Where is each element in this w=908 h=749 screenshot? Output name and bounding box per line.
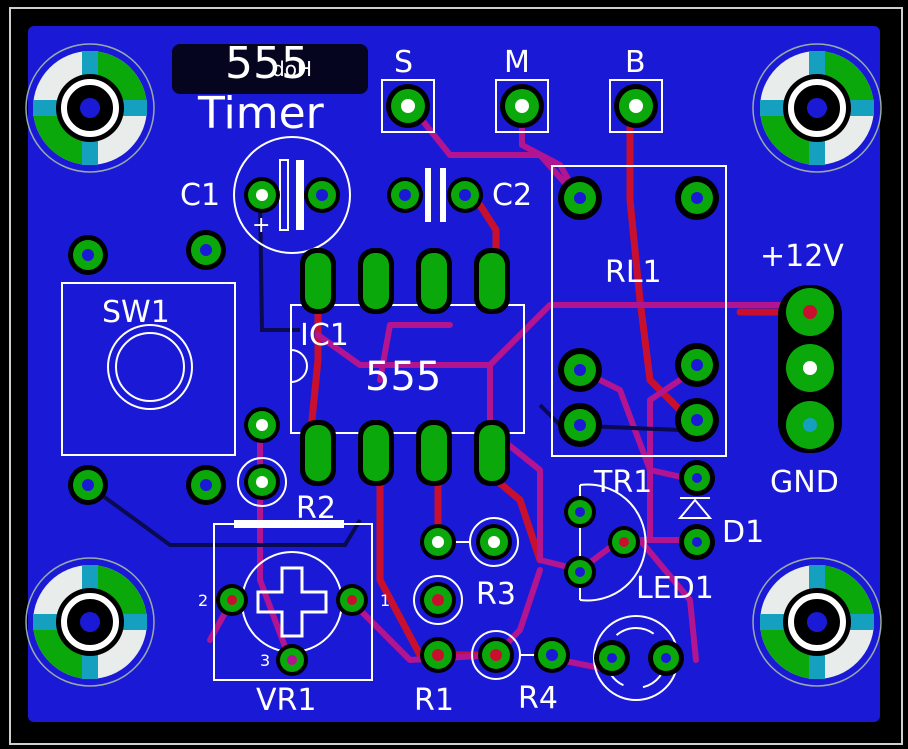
gnd-label: GND bbox=[770, 465, 839, 500]
connector-b bbox=[609, 79, 663, 133]
ic1-label: IC1 bbox=[300, 318, 349, 353]
plus12v-label: +12V bbox=[760, 239, 844, 274]
resistor-r2 bbox=[237, 407, 287, 507]
capacitor-c1: + bbox=[233, 136, 351, 254]
copper-pour bbox=[28, 26, 880, 722]
connector-b-label: B bbox=[625, 45, 646, 80]
relay-rl1 bbox=[551, 165, 727, 457]
board-outline bbox=[9, 7, 903, 745]
connector-s-label: S bbox=[394, 45, 413, 80]
mounting-hole-top-left bbox=[25, 43, 155, 173]
resistor-r3 bbox=[420, 517, 519, 567]
ic1-body-label: 555 bbox=[365, 354, 441, 400]
title-backing bbox=[172, 44, 368, 94]
d1-label: D1 bbox=[722, 515, 764, 550]
mounting-hole-bottom-right bbox=[752, 557, 882, 687]
resistor-r4 bbox=[471, 630, 570, 680]
transistor-tr1 bbox=[564, 483, 647, 602]
connector-s bbox=[381, 79, 435, 133]
mounting-hole-top-right bbox=[752, 43, 882, 173]
board-title-word: Timer bbox=[197, 88, 325, 139]
connector-m-label: M bbox=[504, 45, 530, 80]
rl1-label: RL1 bbox=[605, 255, 662, 290]
trimmer-vr1: 2 1 3 bbox=[198, 520, 390, 681]
r3-label: R3 bbox=[476, 577, 516, 612]
ic1-555 bbox=[290, 248, 525, 486]
vr1-pin2-label: 2 bbox=[198, 591, 208, 610]
diode-d1 bbox=[677, 460, 715, 560]
board-title-number: 555 bbox=[225, 38, 309, 89]
mounting-hole-bottom-left bbox=[25, 557, 155, 687]
vr1-label: VR1 bbox=[256, 683, 316, 718]
connector-m bbox=[495, 79, 549, 133]
r1-label: R1 bbox=[414, 683, 454, 718]
led1-label: LED1 bbox=[636, 571, 714, 606]
sw1-label: SW1 bbox=[102, 295, 170, 330]
vr1-pin1-label: 1 bbox=[380, 591, 390, 610]
switch-sw1 bbox=[61, 230, 236, 505]
led-led1 bbox=[593, 615, 684, 701]
r4-label: R4 bbox=[518, 681, 558, 716]
resistor-r1 bbox=[413, 575, 463, 673]
vr1-pin3-label: 3 bbox=[260, 651, 270, 670]
c2-label: C2 bbox=[492, 178, 532, 213]
capacitor-c2 bbox=[387, 168, 483, 222]
c1-polarity-mark: + bbox=[252, 213, 270, 238]
power-header bbox=[778, 285, 842, 453]
tr1-label: TR1 bbox=[593, 465, 652, 500]
mirrored-bottom-text: Hob bbox=[272, 57, 312, 81]
c1-label: C1 bbox=[180, 178, 220, 213]
